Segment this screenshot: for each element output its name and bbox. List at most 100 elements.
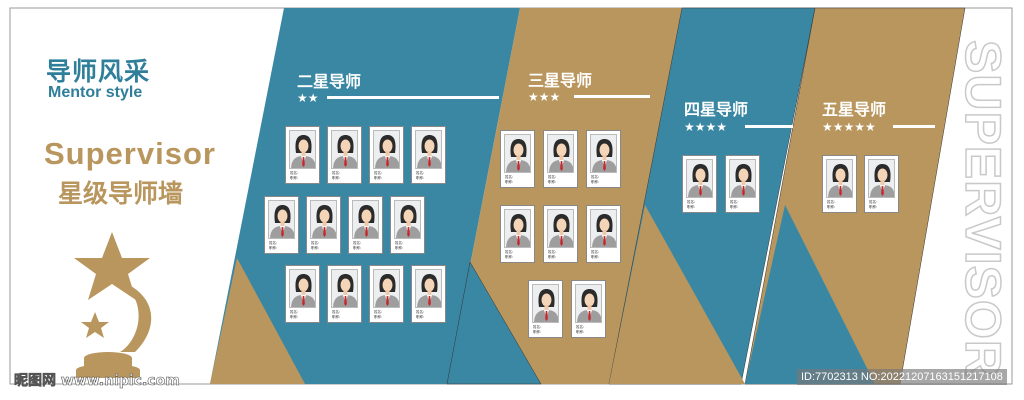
avatar-icon	[333, 135, 357, 168]
section-title-2star: 二星导师	[297, 72, 362, 91]
name-label: 姓名:	[332, 310, 341, 314]
name-label: 姓名:	[269, 241, 278, 245]
photo	[868, 159, 895, 198]
name-label: 姓名:	[332, 171, 341, 175]
mentor-card: 姓名:职称:	[543, 205, 578, 263]
position-label: 职称:	[576, 330, 585, 334]
mentor-card: 姓名:职称:	[285, 265, 320, 323]
name-label: 姓名:	[505, 250, 514, 254]
avatar-icon	[828, 164, 852, 197]
photo	[504, 209, 531, 248]
position-label: 职称:	[505, 180, 514, 184]
mentor-card: 姓名:职称:	[369, 265, 404, 323]
mentor-card: 姓名:职称:	[411, 126, 446, 184]
divider	[574, 95, 650, 98]
photo	[686, 159, 713, 198]
photo	[415, 130, 442, 169]
star-trophy-icon	[74, 232, 152, 378]
avatar-icon	[534, 289, 558, 322]
name-label: 姓名:	[353, 241, 362, 245]
photo	[532, 284, 559, 323]
avatar-icon	[506, 214, 530, 247]
name-label: 姓名:	[374, 171, 383, 175]
photo	[289, 130, 316, 169]
position-label: 职称:	[353, 246, 362, 250]
stars-4: ★★★★	[684, 120, 728, 134]
photo	[547, 209, 574, 248]
mentor-card: 姓名:职称:	[348, 196, 383, 254]
mentor-card: 姓名:职称:	[864, 155, 899, 213]
position-label: 职称:	[548, 255, 557, 259]
photo	[310, 200, 337, 239]
position-label: 职称:	[416, 176, 425, 180]
photo	[373, 269, 400, 308]
section-title-5star: 五星导师	[822, 100, 887, 119]
avatar-icon	[688, 164, 712, 197]
position-label: 职称:	[591, 180, 600, 184]
stars-5: ★★★★★	[822, 120, 876, 134]
position-label: 职称:	[311, 246, 320, 250]
name-label: 姓名:	[730, 200, 739, 204]
position-label: 职称:	[687, 205, 696, 209]
mentor-card: 姓名:职称:	[327, 126, 362, 184]
wedge-teal-4	[745, 205, 875, 384]
position-label: 职称:	[332, 315, 341, 319]
name-label: 姓名:	[591, 175, 600, 179]
avatar-icon	[291, 274, 315, 307]
name-label: 姓名:	[687, 200, 696, 204]
wall-title: 星级导师墙	[58, 179, 184, 208]
mentor-card: 姓名:职称:	[500, 130, 535, 188]
divider	[745, 125, 793, 128]
mentor-card: 姓名:职称:	[528, 280, 563, 338]
photo	[289, 269, 316, 308]
avatar-icon	[577, 289, 601, 322]
panel-tan-2	[447, 8, 682, 384]
avatar-icon	[375, 135, 399, 168]
position-label: 职称:	[290, 315, 299, 319]
avatar-icon	[731, 164, 755, 197]
position-label: 职称:	[374, 315, 383, 319]
name-label: 姓名:	[311, 241, 320, 245]
vertical-supervisor-text: SUPERVISOR	[954, 39, 1012, 377]
avatar-icon	[333, 274, 357, 307]
mentor-card: 姓名:职称:	[285, 126, 320, 184]
avatar-icon	[549, 139, 573, 172]
photo	[590, 209, 617, 248]
mentor-card: 姓名:职称:	[822, 155, 857, 213]
name-label: 姓名:	[576, 325, 585, 329]
mentor-card: 姓名:职称:	[390, 196, 425, 254]
stars-3: ★★★	[528, 90, 561, 104]
photo	[729, 159, 756, 198]
name-label: 姓名:	[374, 310, 383, 314]
mentor-card: 姓名:职称:	[500, 205, 535, 263]
name-label: 姓名:	[290, 310, 299, 314]
avatar-icon	[417, 135, 441, 168]
name-label: 姓名:	[591, 250, 600, 254]
wedge-tan-1	[210, 258, 305, 384]
photo	[331, 130, 358, 169]
mentor-card: 姓名:职称:	[586, 130, 621, 188]
photo	[373, 130, 400, 169]
mentor-card: 姓名:职称:	[682, 155, 717, 213]
avatar-icon	[291, 135, 315, 168]
photo	[415, 269, 442, 308]
section-title-3star: 三星导师	[528, 71, 593, 90]
watermark: 昵图网 www.nipic.com	[14, 373, 180, 390]
name-label: 姓名:	[533, 325, 542, 329]
position-label: 职称:	[869, 205, 878, 209]
photo	[547, 134, 574, 173]
photo	[268, 200, 295, 239]
position-label: 职称:	[290, 176, 299, 180]
title-en: Mentor style	[48, 84, 143, 101]
mentor-card: 姓名:职称:	[725, 155, 760, 213]
position-label: 职称:	[269, 246, 278, 250]
name-label: 姓名:	[290, 171, 299, 175]
avatar-icon	[417, 274, 441, 307]
name-label: 姓名:	[505, 175, 514, 179]
avatar-icon	[375, 274, 399, 307]
photo	[394, 200, 421, 239]
name-label: 姓名:	[548, 250, 557, 254]
position-label: 职称:	[395, 246, 404, 250]
position-label: 职称:	[416, 315, 425, 319]
photo	[352, 200, 379, 239]
